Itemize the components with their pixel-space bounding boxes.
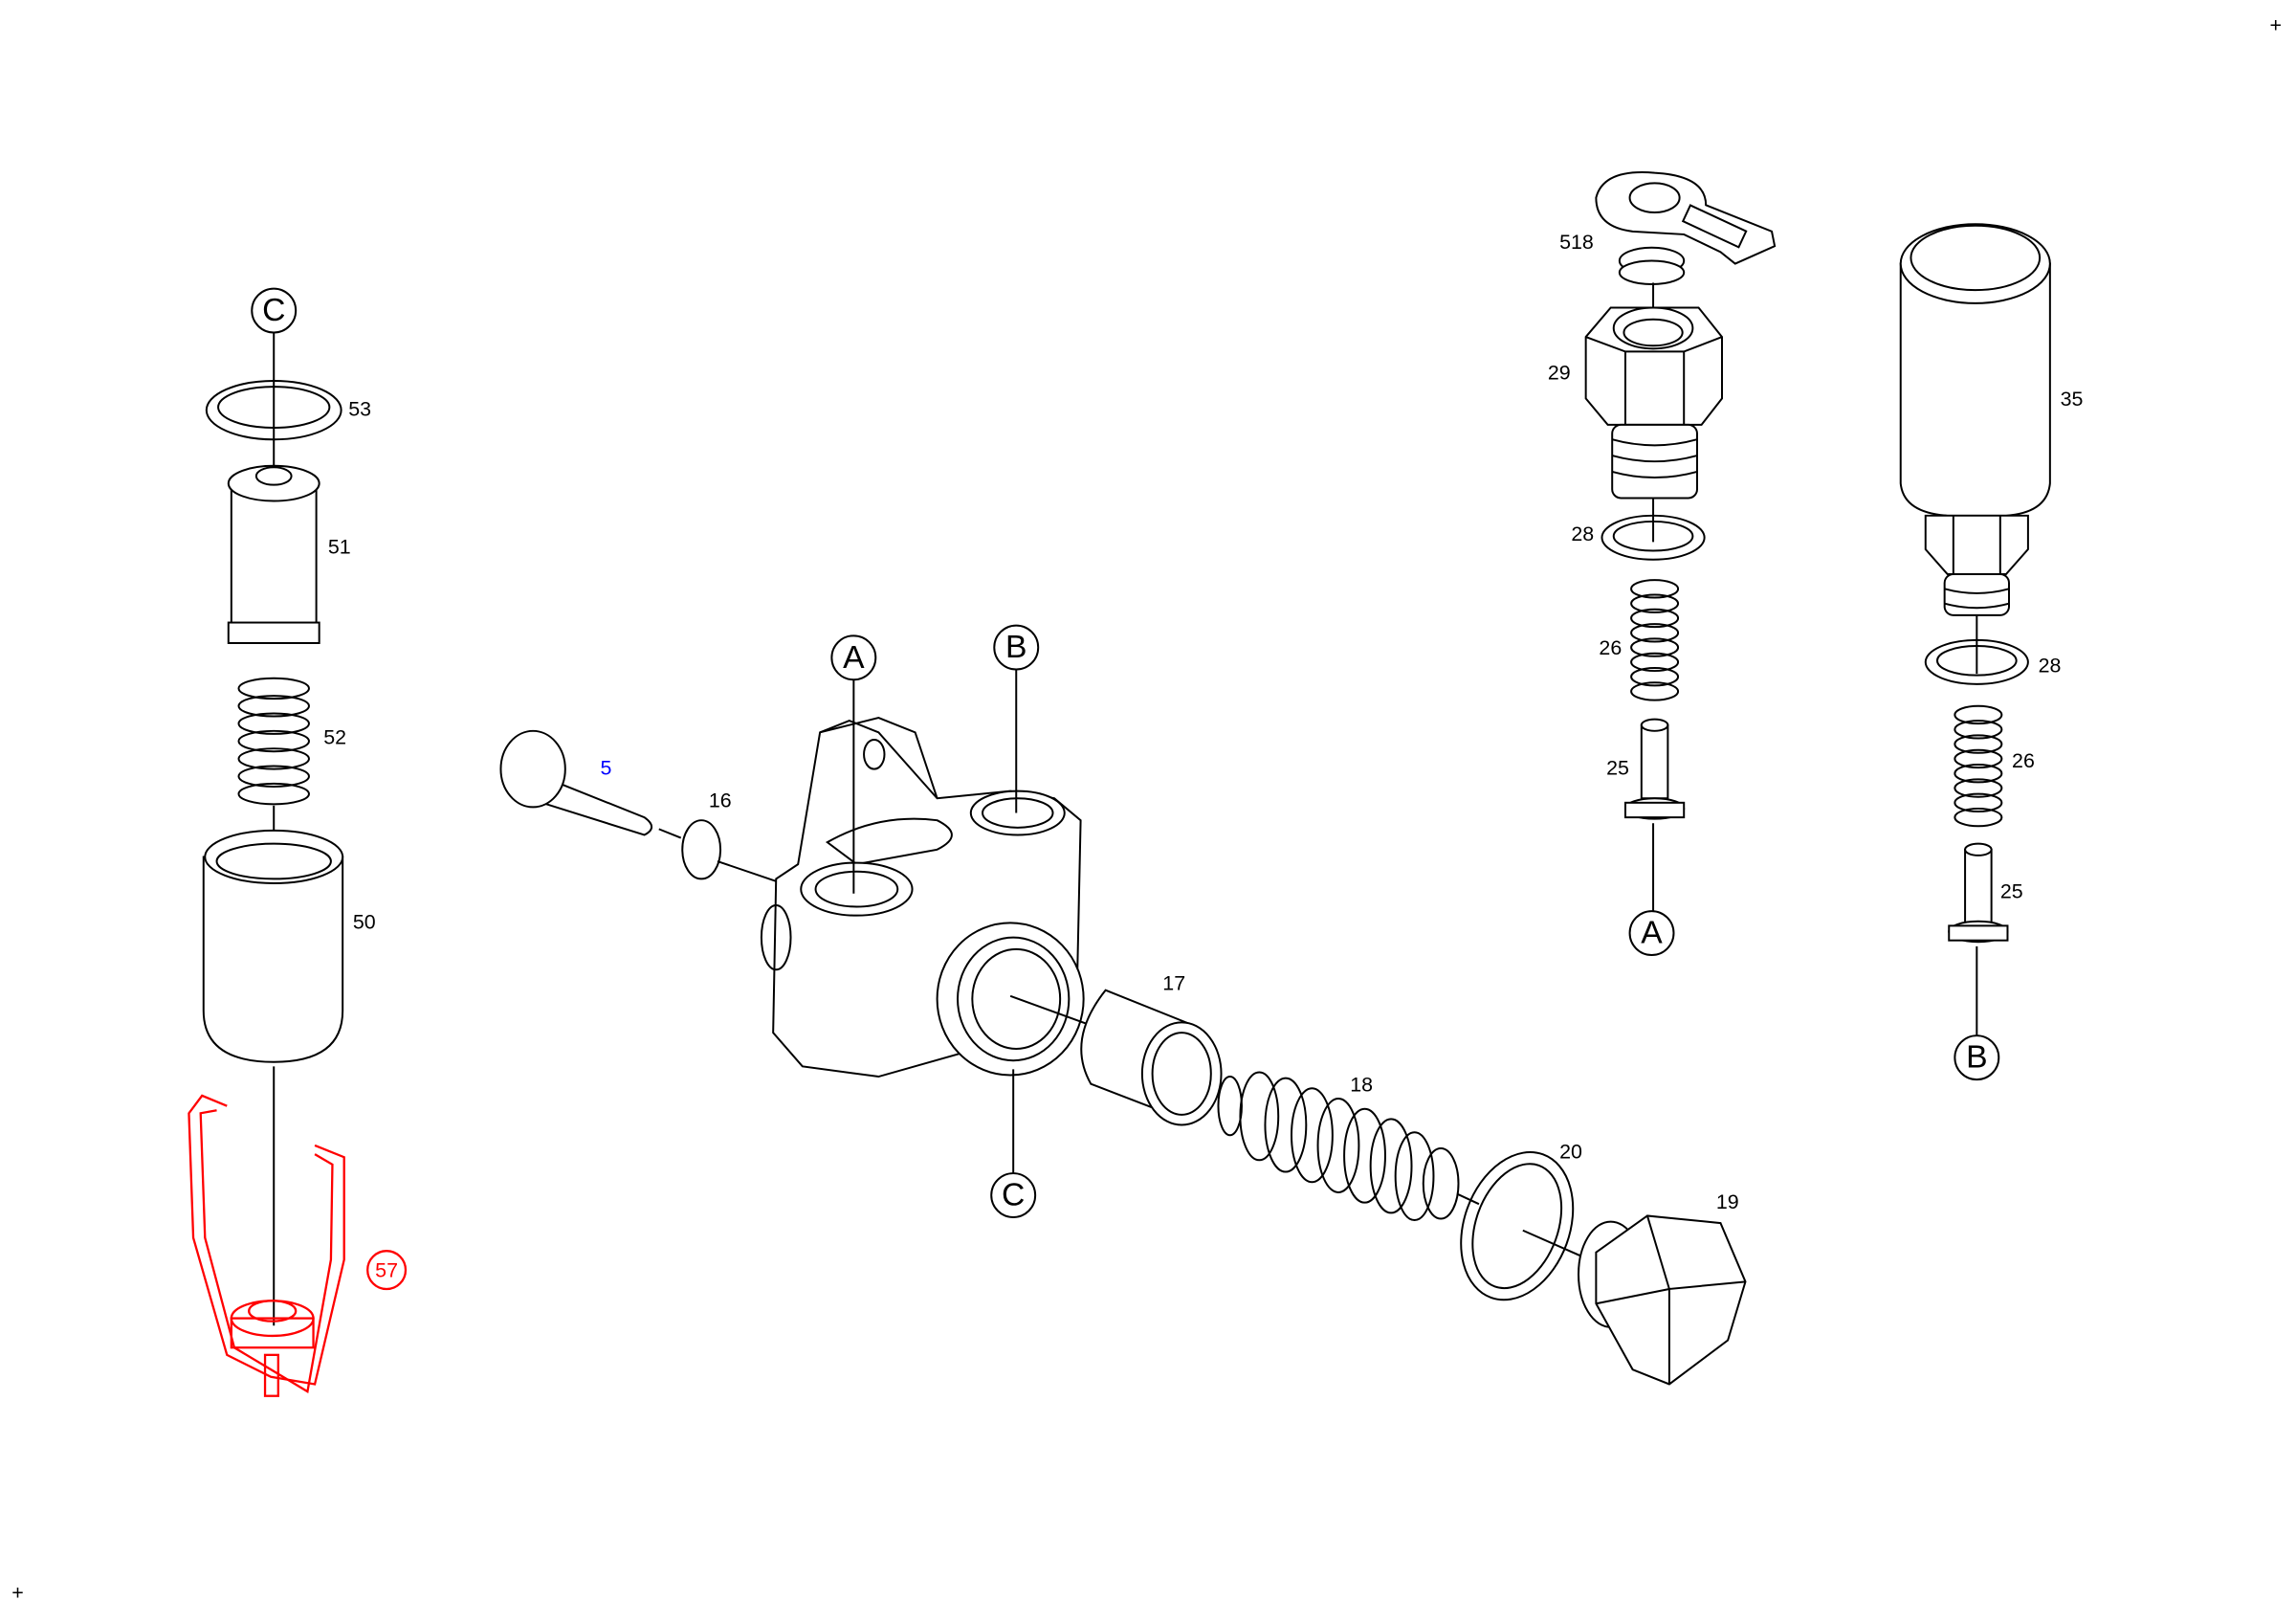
part-51-filter[interactable]: [227, 464, 320, 644]
callout-35[interactable]: 35: [2061, 388, 2084, 411]
part-16-oring[interactable]: [681, 819, 722, 880]
ref-label-c: C: [262, 293, 285, 328]
callout-25[interactable]: 25: [1606, 757, 1629, 780]
part-57-clip[interactable]: [188, 1094, 345, 1397]
part-50-cup[interactable]: [202, 829, 344, 1063]
part-25-valve[interactable]: [1948, 842, 2009, 944]
callout-57-circle[interactable]: [366, 1250, 408, 1291]
part-26-spring[interactable]: [1630, 579, 1680, 701]
ref-circle-a[interactable]: [830, 634, 877, 681]
callout-28[interactable]: 28: [2039, 655, 2062, 678]
ref-label-a: A: [1641, 916, 1663, 951]
callout-53[interactable]: 53: [348, 398, 371, 421]
ref-label-b: B: [1966, 1040, 1987, 1076]
ref-label-a: A: [843, 640, 865, 676]
callout-29[interactable]: 29: [1548, 361, 1571, 384]
callout-18[interactable]: 18: [1350, 1073, 1373, 1096]
part-20-washer[interactable]: [1442, 1137, 1593, 1316]
ref-label-b: B: [1005, 630, 1027, 665]
part-5-pin[interactable]: [499, 729, 653, 836]
callout-16[interactable]: 16: [709, 789, 732, 812]
callout-518[interactable]: 518: [1559, 231, 1594, 254]
part-18-spring[interactable]: [1217, 1071, 1460, 1222]
corner-mark: +: [11, 1581, 24, 1604]
part-29-fitting[interactable]: [1584, 306, 1723, 500]
callout-5[interactable]: 5: [601, 757, 612, 780]
callout-57[interactable]: 57: [375, 1259, 398, 1282]
part-53-ring[interactable]: [205, 380, 342, 441]
callout-19[interactable]: 19: [1716, 1190, 1739, 1213]
callout-26[interactable]: 26: [2012, 749, 2035, 772]
part-17-sleeve[interactable]: [1080, 989, 1223, 1126]
corner-mark: +: [2269, 14, 2282, 37]
part-28-washer[interactable]: [1924, 638, 2029, 685]
right-assembly-a: 518 29 28 26 25: [1548, 171, 1777, 956]
part-25-valve[interactable]: [1623, 718, 1686, 820]
left-assembly: C 53 51 52 50: [188, 287, 408, 1397]
ref-label-c: C: [1002, 1178, 1025, 1213]
ref-circle-b[interactable]: [993, 624, 1040, 671]
callout-26[interactable]: 26: [1599, 636, 1622, 659]
part-26-spring[interactable]: [1954, 704, 2003, 828]
callout-52[interactable]: 52: [323, 726, 346, 749]
callout-17[interactable]: 17: [1162, 972, 1185, 995]
right-assembly-b: 35 28 26 25 B: [1899, 223, 2084, 1081]
center-assembly: 5 16 A B C: [499, 624, 1747, 1386]
part-52-spring[interactable]: [237, 677, 310, 806]
ref-circle-c[interactable]: [251, 287, 298, 334]
part-housing[interactable]: [760, 716, 1085, 1078]
ref-circle-a[interactable]: [1628, 910, 1675, 956]
callout-28[interactable]: 28: [1571, 522, 1594, 545]
part-19-plug[interactable]: [1578, 1214, 1747, 1386]
ref-circle-c[interactable]: [990, 1172, 1037, 1218]
callout-25[interactable]: 25: [2000, 879, 2023, 902]
ref-circle-b[interactable]: [1954, 1034, 2000, 1081]
callout-51[interactable]: 51: [328, 536, 351, 559]
callout-20[interactable]: 20: [1559, 1141, 1582, 1164]
part-518-cap[interactable]: [1595, 171, 1777, 285]
part-35-cylinder[interactable]: [1899, 223, 2051, 616]
callout-50[interactable]: 50: [353, 910, 376, 933]
